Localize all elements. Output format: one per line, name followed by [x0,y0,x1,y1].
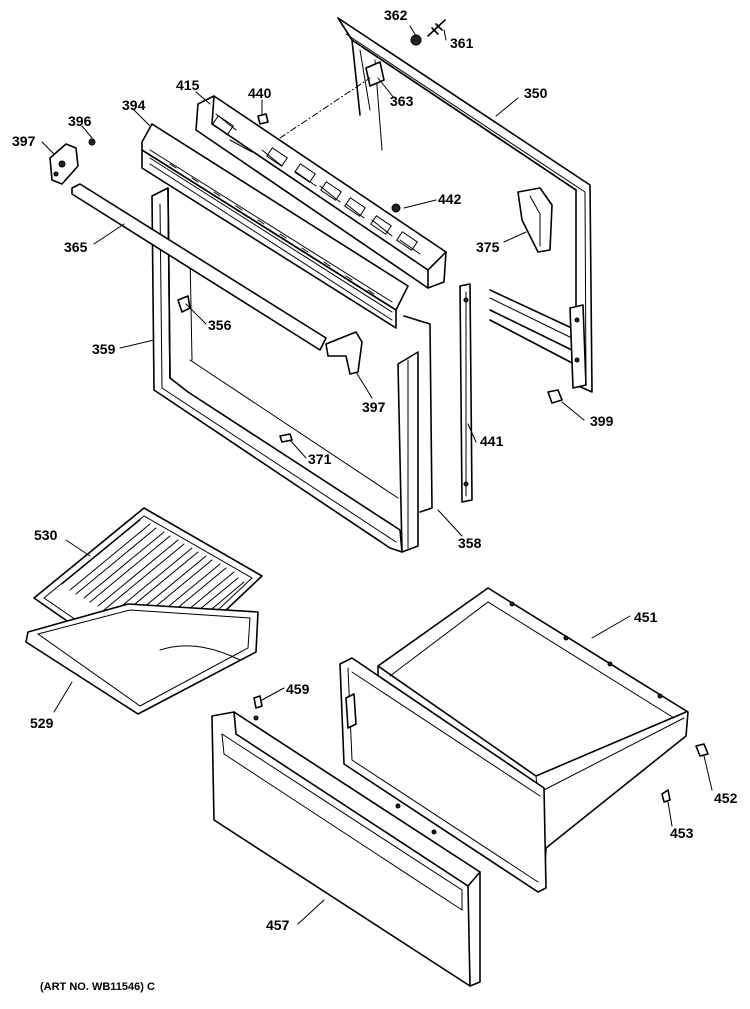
label-452: 452 [714,790,738,806]
label-356: 356 [208,317,232,333]
label-459: 459 [286,681,310,697]
label-358: 358 [458,535,482,551]
label-451: 451 [634,609,658,625]
vent-trim-394 [141,123,409,329]
label-362: 362 [384,7,408,23]
screw-361 [427,19,446,37]
screw-453 [661,789,671,803]
clip-356 [177,295,191,313]
label-453: 453 [670,825,694,841]
drawer-front-frame [339,657,547,893]
plug-442 [391,203,401,213]
label-363: 363 [390,93,414,109]
drawer-front-panel-457 [211,711,481,987]
gasket-358 [403,315,433,513]
screw-396 [88,138,96,146]
hinge-397-center [325,331,363,375]
label-440: 440 [248,85,272,101]
label-457: 457 [266,917,290,933]
label-399: 399 [590,413,614,429]
clip-452 [695,743,709,757]
screw-459 [253,695,263,709]
label-442: 442 [438,191,462,207]
screw-440 [257,113,269,125]
label-359: 359 [92,341,116,357]
door-frame-right-rail [397,351,419,553]
label-371: 371 [308,451,332,467]
hinge-397-left [49,143,79,185]
bar-365 [71,183,327,351]
label-415: 415 [176,77,200,93]
label-397-top: 397 [12,133,36,149]
label-441: 441 [480,433,504,449]
alignment-line [279,77,371,139]
clip-399 [547,389,563,404]
channel-441 [459,283,473,503]
insulation-375 [517,187,553,253]
label-361: 361 [450,35,474,51]
clip-371 [279,433,293,443]
label-350: 350 [524,85,548,101]
part-labels: 362 361 350 363 415 440 394 396 397 365 … [12,7,738,993]
nut-362 [410,34,422,46]
label-375: 375 [476,239,500,255]
label-529: 529 [30,715,54,731]
label-530: 530 [34,527,58,543]
label-394: 394 [122,97,146,113]
window-panel-415 [195,95,447,289]
leader-lines [41,25,713,925]
broiler-pan-529 [25,603,259,715]
label-397-center: 397 [362,399,386,415]
art-number: (ART NO. WB11546) C [40,981,155,993]
label-365: 365 [64,239,88,255]
label-396: 396 [68,113,92,129]
